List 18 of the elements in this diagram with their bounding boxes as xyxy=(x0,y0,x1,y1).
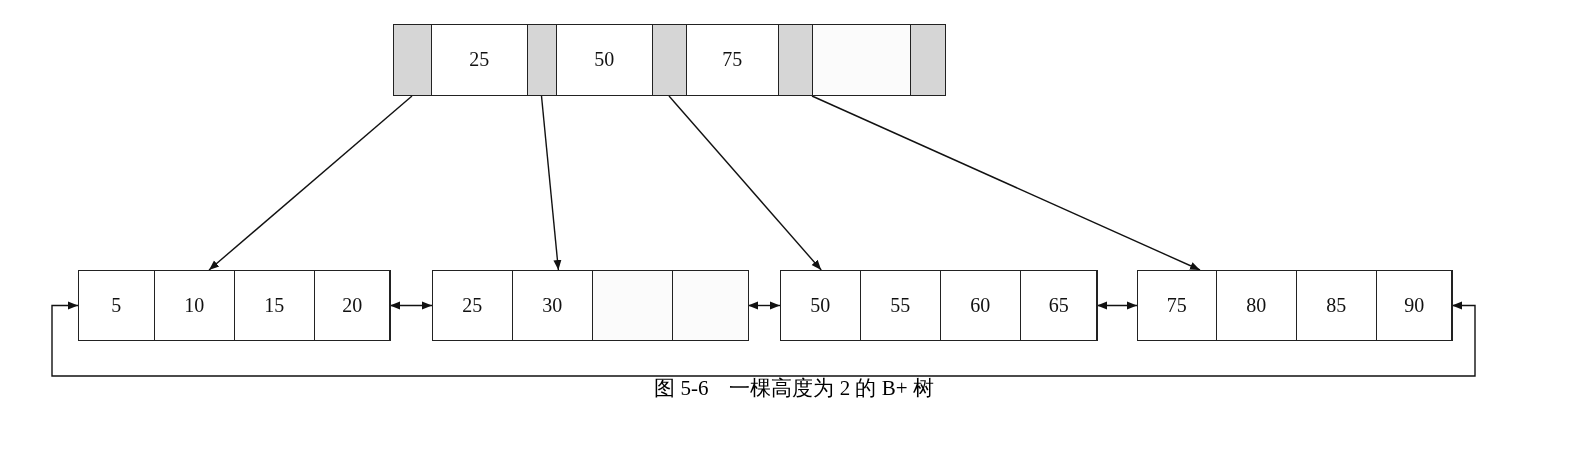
root-page xyxy=(393,24,945,96)
arrow xyxy=(668,95,822,271)
leaf-page xyxy=(78,270,390,341)
double-arrow xyxy=(389,301,433,310)
arrow xyxy=(208,95,413,271)
double-arrow xyxy=(51,301,1476,377)
pointer-cell xyxy=(392,23,432,96)
pointer-cell xyxy=(909,23,946,96)
arrow xyxy=(811,95,1201,271)
arrow xyxy=(540,95,562,271)
leaf-page xyxy=(1137,270,1452,341)
leaf-page xyxy=(780,270,1097,341)
figure-caption: 图 5-6 一棵高度为 2 的 B+ 树 xyxy=(654,376,934,400)
pointer-cell xyxy=(777,23,813,96)
pointer-cell xyxy=(651,23,687,96)
double-arrow xyxy=(747,301,781,310)
double-arrow xyxy=(1096,301,1138,310)
pointer-cell xyxy=(526,23,557,96)
